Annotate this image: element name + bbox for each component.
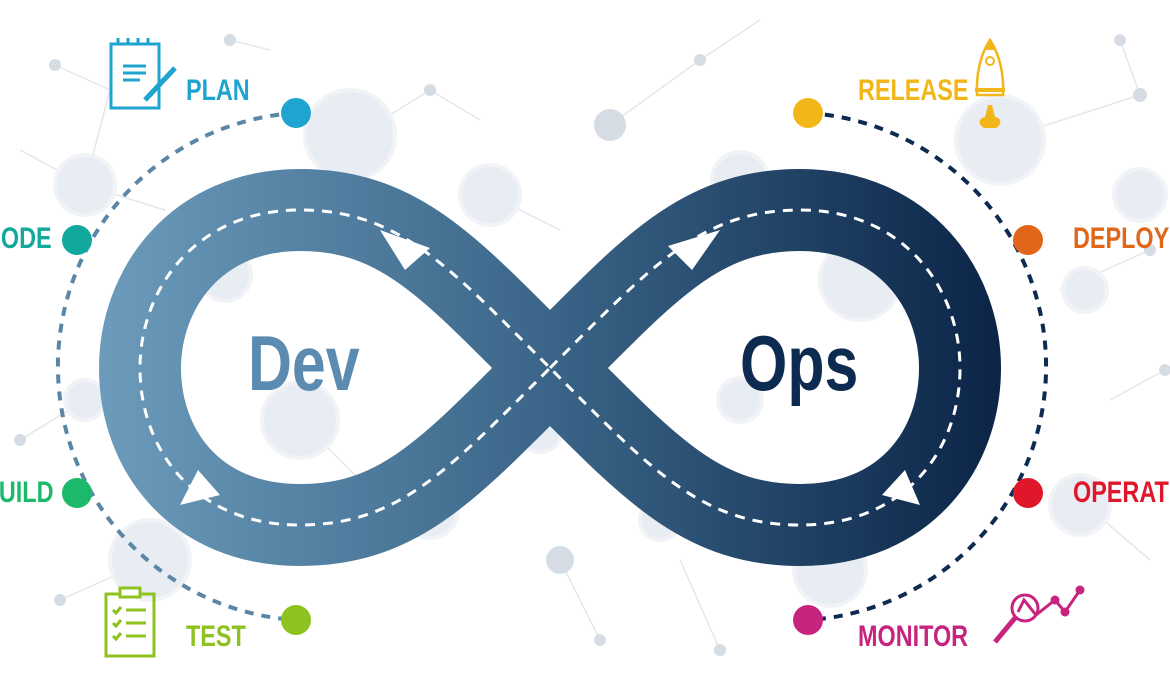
clipboard-checklist-icon <box>104 586 156 658</box>
arrow-icon <box>180 470 220 505</box>
ops-cycle-dashed-arc <box>807 111 1049 622</box>
stage-label-build: BUILD <box>0 476 54 509</box>
stage-dots <box>62 98 1043 635</box>
rocket-icon <box>975 37 1005 128</box>
monitor-dot <box>793 605 823 635</box>
stage-label-monitor: MONITOR <box>858 620 969 653</box>
infinity-dashed-road-line <box>138 208 962 527</box>
code-dot <box>62 225 92 255</box>
ops-title: Ops <box>740 319 859 407</box>
build-dot <box>62 478 92 508</box>
arrow-icon <box>380 230 430 270</box>
dev-title: Dev <box>248 319 360 407</box>
arrow-icon <box>668 230 720 270</box>
stage-label-release: RELEASE <box>858 74 969 107</box>
release-dot <box>793 98 823 128</box>
stage-label-test: TEST <box>186 620 246 653</box>
stage-label-plan: PLAN <box>186 74 250 107</box>
background-small-nodes <box>14 34 1170 656</box>
magnifier-chart-icon <box>993 585 1085 644</box>
direction-arrows <box>180 230 920 505</box>
deploy-dot <box>1013 225 1043 255</box>
dev-cycle-dashed-arc <box>55 111 297 622</box>
operate-dot <box>1013 478 1043 508</box>
stage-label-operate: OPERATE <box>1073 476 1170 509</box>
plan-dot <box>281 98 311 128</box>
stage-label-code: CODE <box>0 222 52 255</box>
notepad-pencil-icon <box>109 38 177 110</box>
stage-label-deploy: DEPLOY <box>1073 222 1170 255</box>
arrow-icon <box>882 470 920 505</box>
test-dot <box>281 605 311 635</box>
